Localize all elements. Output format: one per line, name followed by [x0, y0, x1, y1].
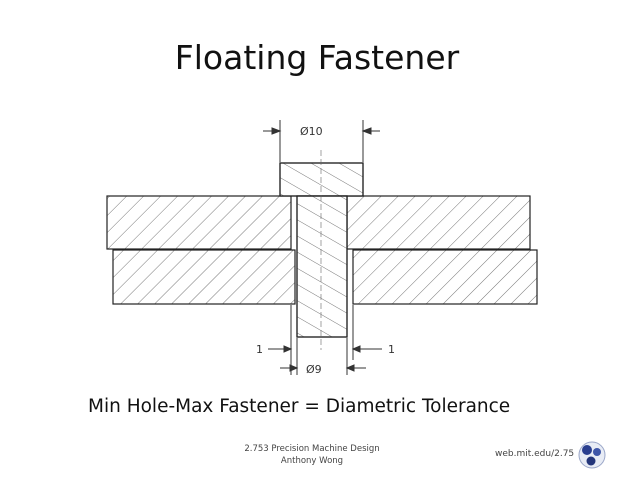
bottom-dimension — [268, 305, 382, 375]
top-plate — [106, 195, 531, 250]
bottom-dimension-label: Ø9 — [306, 363, 322, 376]
footer-url: web.mit.edu/2.75 — [495, 449, 575, 459]
course-name: 2.753 Precision Machine Design — [244, 444, 380, 454]
author-name: Anthony Wong — [280, 456, 344, 466]
left-clearance-label: 1 — [256, 343, 263, 356]
fastener — [279, 150, 364, 350]
tolerance-caption: Min Hole-Max Fastener = Diametric Tolera… — [88, 396, 511, 417]
top-dimension — [263, 120, 380, 162]
right-clearance-label: 1 — [388, 343, 395, 356]
molecule-logo-icon — [578, 441, 606, 469]
top-dimension-label: Ø10 — [300, 125, 323, 138]
slide-title: Floating Fastener — [174, 38, 460, 77]
footer-credits: 2.753 Precision Machine Design Anthony W… — [232, 443, 392, 467]
bottom-plate — [112, 249, 538, 305]
